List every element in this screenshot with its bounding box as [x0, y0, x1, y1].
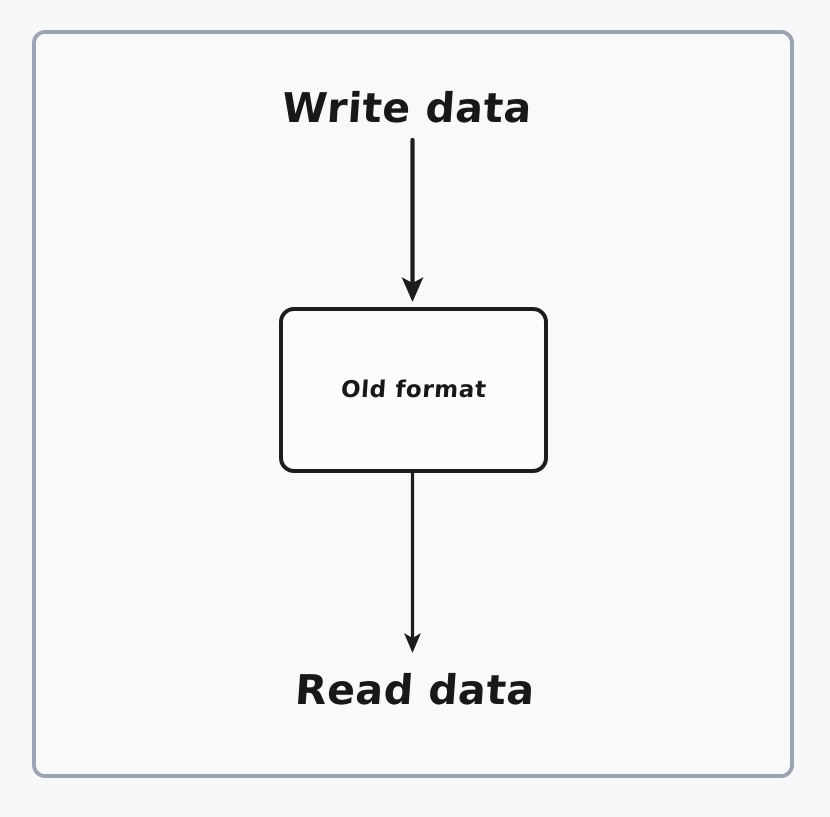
- label-write-data: Write data: [280, 84, 534, 132]
- node-old-format[interactable]: Old format: [279, 307, 548, 473]
- label-read-data: Read data: [293, 666, 537, 714]
- node-old-format-label: Old format: [339, 377, 488, 403]
